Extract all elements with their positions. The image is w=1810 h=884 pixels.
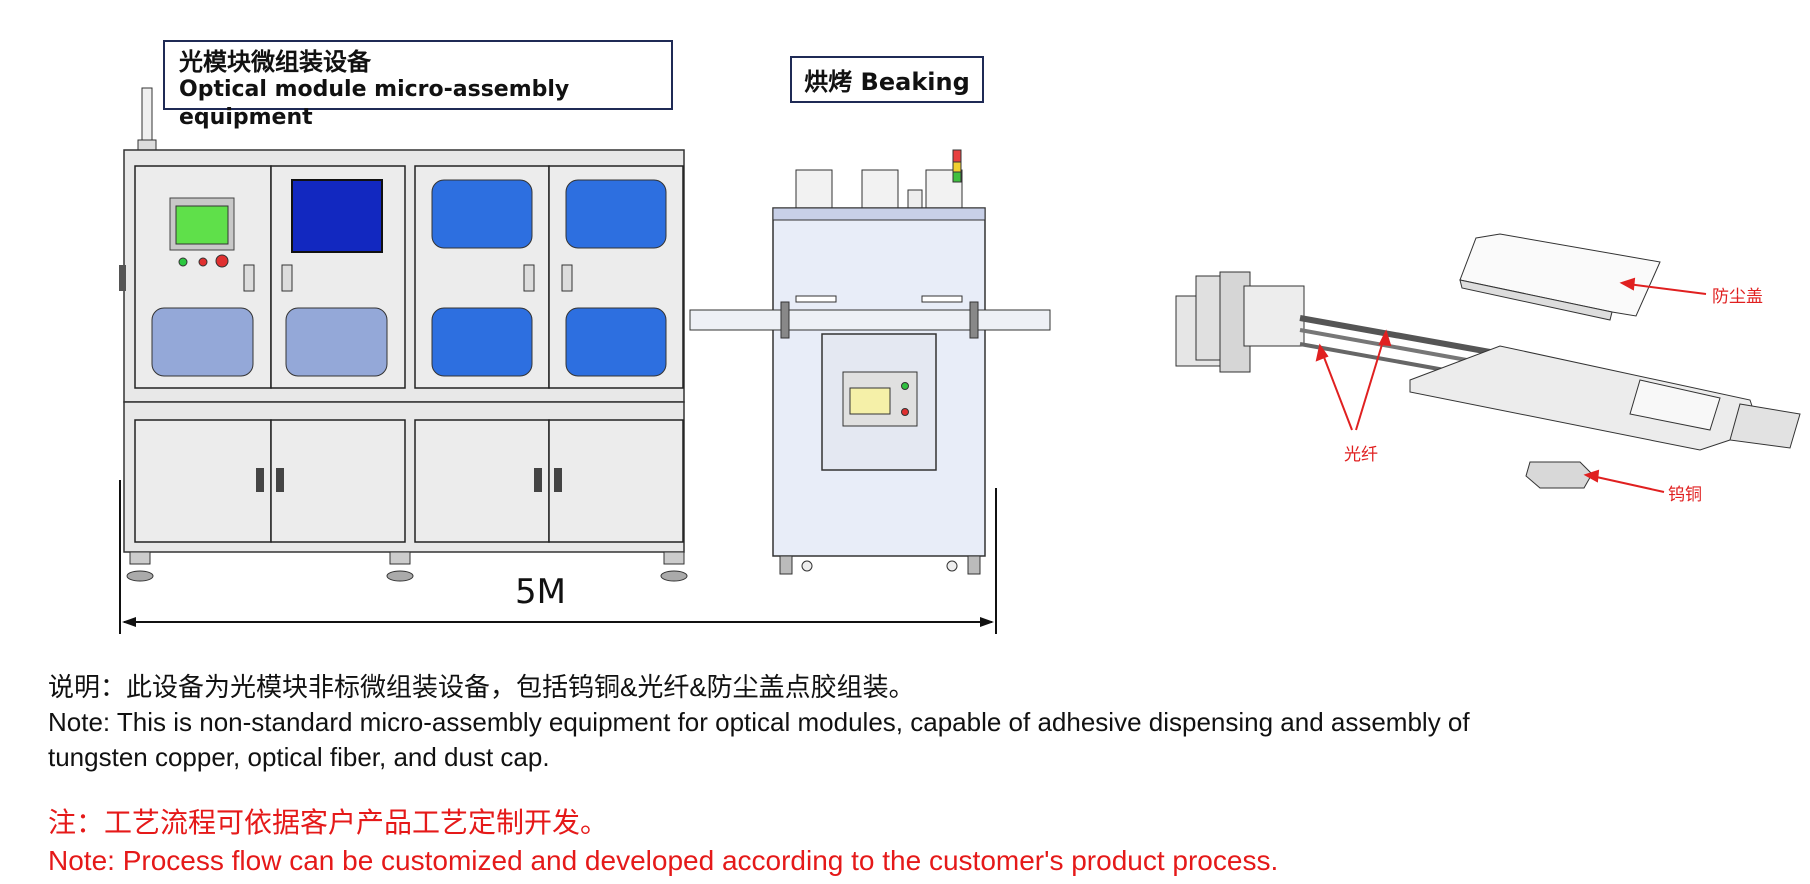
callout-dust-cap: 防尘盖: [1712, 287, 1763, 307]
description-en-line2: tungsten copper, optical fiber, and dust…: [48, 742, 550, 772]
dimension-label: 5M: [515, 572, 566, 612]
assembly-machine: [119, 87, 688, 582]
process-note: 注：工艺流程可依据客户产品工艺定制开发。 Note: Process flow …: [48, 804, 1768, 880]
callout-tungsten-copper: 钨铜: [1668, 485, 1702, 505]
description-en-line1: Note: This is non-standard micro-assembl…: [48, 707, 1470, 737]
callout-fiber: 光纤: [1344, 445, 1378, 465]
optical-module-drawing: [1175, 233, 1801, 489]
screen-green: [175, 205, 229, 245]
callout-arrows: [1315, 277, 1707, 493]
description-zh: 说明：此设备为光模块非标微组装设备，包括钨铜&光纤&防尘盖点胶组装。: [48, 672, 915, 702]
screen-navy: [291, 179, 383, 253]
dimension-line: [119, 480, 997, 634]
beaking-label: 烘烤 Beaking: [790, 56, 984, 103]
assembly-equipment-label: 光模块微组装设备 Optical module micro-assembly e…: [163, 40, 673, 130]
oven-machine: [689, 149, 1051, 575]
process-note-en: Note: Process flow can be customized and…: [48, 845, 1279, 876]
process-note-zh: 注：工艺流程可依据客户产品工艺定制开发。: [48, 807, 609, 838]
description-note: 说明：此设备为光模块非标微组装设备，包括钨铜&光纤&防尘盖点胶组装。 Note:…: [48, 670, 1768, 775]
assembly-title-en: Optical module micro-assembly equipment: [179, 77, 570, 130]
assembly-title-zh: 光模块微组装设备: [179, 48, 371, 76]
